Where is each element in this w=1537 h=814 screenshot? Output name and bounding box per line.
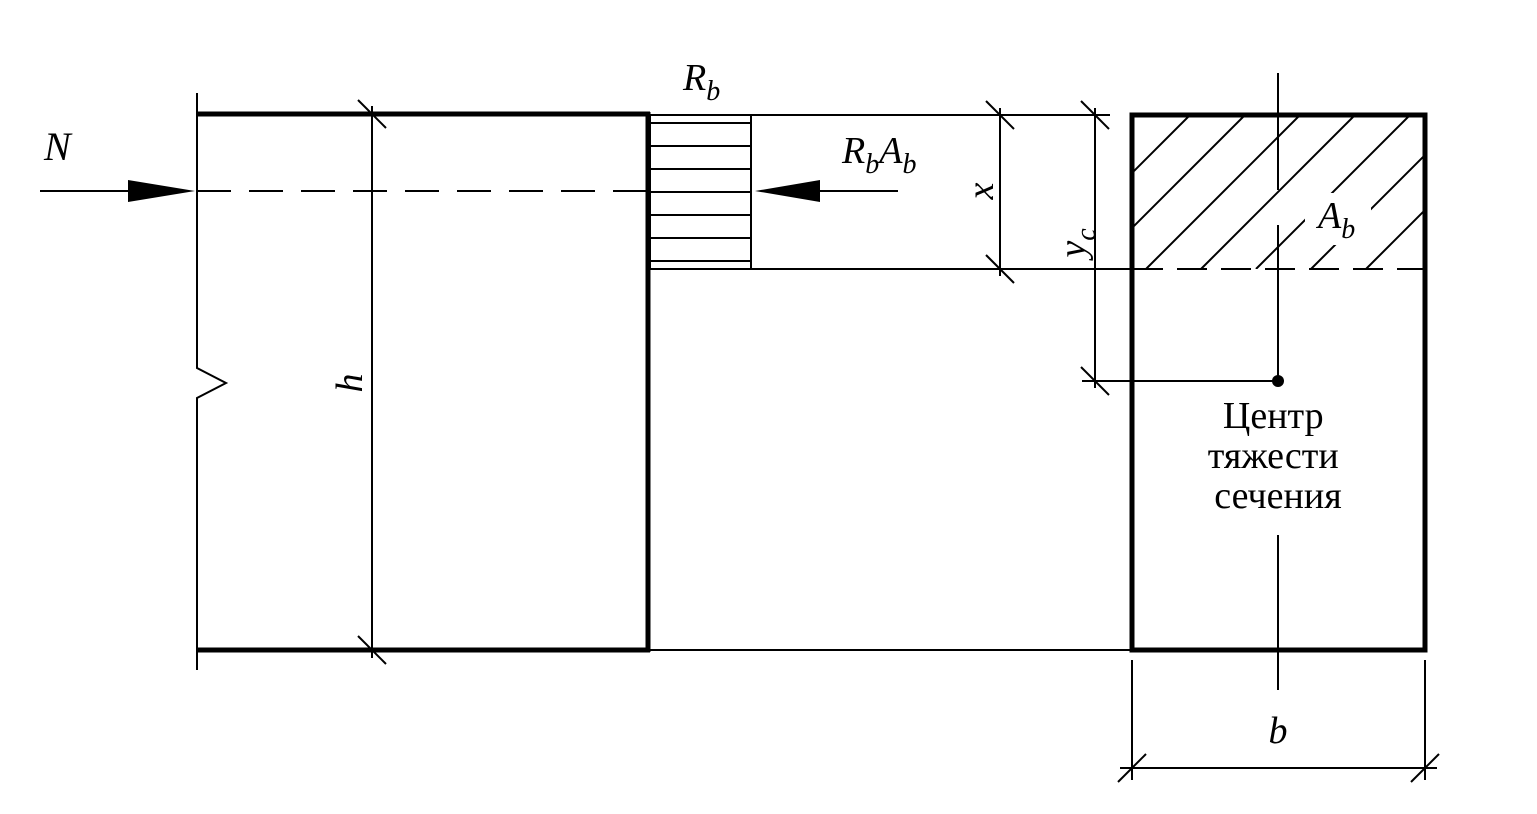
dim-x <box>985 100 1015 284</box>
label-b: b <box>1269 710 1288 752</box>
dim-b <box>1117 660 1440 783</box>
label-x: x <box>960 182 1002 200</box>
dim-yc <box>1080 100 1110 396</box>
break-line <box>196 93 229 670</box>
label-yc: yc <box>1052 228 1102 262</box>
element-side-view <box>196 93 651 670</box>
label-rb: Rb <box>682 57 720 107</box>
label-n: N <box>43 124 73 169</box>
dim-tick-h-top <box>357 99 387 129</box>
stress-block <box>649 114 752 270</box>
label-h: h <box>329 374 371 393</box>
extension-lines <box>650 114 1278 651</box>
label-ab: Ab <box>1315 195 1355 245</box>
dim-tick-h-bottom <box>357 635 387 665</box>
label-rb-ab: RbAb <box>841 130 916 180</box>
centroid-point <box>1272 375 1284 387</box>
centroid-caption: Центр тяжести сечения <box>1208 395 1348 517</box>
resultant-arrow <box>755 180 898 202</box>
cross-section <box>1129 73 1428 690</box>
force-n-arrow <box>40 180 195 202</box>
